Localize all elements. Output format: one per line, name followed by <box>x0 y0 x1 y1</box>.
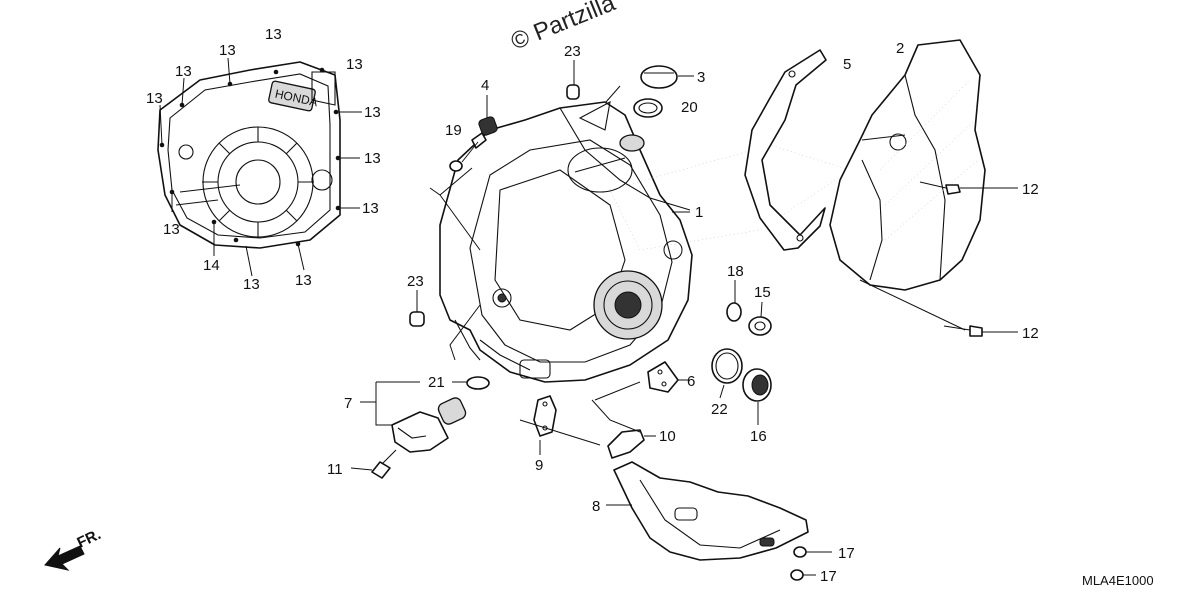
callout-21: 21 <box>428 374 445 391</box>
plate-part-6 <box>647 361 690 393</box>
generator-cover-part-1 <box>439 100 693 383</box>
o-ring-part-18 <box>726 280 742 322</box>
callout-11: 11 <box>327 461 343 478</box>
shading-pattern <box>609 144 851 251</box>
callout-7: 7 <box>344 395 352 412</box>
o-ring-part-22 <box>711 348 743 399</box>
callout-17-top: 17 <box>838 545 855 562</box>
callout-8: 8 <box>592 498 600 515</box>
callout-13-b: 13 <box>265 26 282 43</box>
cap-part-16 <box>742 368 772 425</box>
callout-5: 5 <box>843 56 851 73</box>
callout-labels: 13 13 13 13 13 13 13 13 13 13 13 14 23 3… <box>146 26 1039 585</box>
callout-3: 3 <box>697 69 705 86</box>
diagram-code: MLA4E1000 <box>1082 573 1154 588</box>
callout-13-h: 13 <box>163 221 180 238</box>
callout-9: 9 <box>535 457 543 474</box>
guard-plate-part-5 <box>744 49 827 251</box>
bolt-part-17-top <box>793 546 832 558</box>
callout-12-bottom: 12 <box>1022 325 1039 342</box>
callout-20: 20 <box>681 99 698 116</box>
callout-1: 1 <box>695 204 703 221</box>
o-ring-part-20 <box>633 98 663 118</box>
front-direction-indicator: FR. <box>44 526 104 571</box>
callout-17-bottom: 17 <box>820 568 837 585</box>
bolt-part-11 <box>350 449 397 479</box>
callout-13-d: 13 <box>346 56 363 73</box>
callout-13-i: 13 <box>362 200 379 217</box>
callout-4: 4 <box>481 77 489 94</box>
callout-22: 22 <box>711 401 728 418</box>
callout-12-top: 12 <box>1022 181 1039 198</box>
callout-2: 2 <box>896 40 904 57</box>
callout-10: 10 <box>659 428 676 445</box>
callout-19: 19 <box>445 122 462 139</box>
front-direction-label: FR. <box>75 526 104 552</box>
callout-18: 18 <box>727 263 744 280</box>
sprocket-cover-part-2 <box>829 39 986 291</box>
callout-13-f: 13 <box>364 104 381 121</box>
front-arrow-icon <box>44 545 85 571</box>
bracket-part-10 <box>607 429 656 459</box>
callout-13-c: 13 <box>175 63 192 80</box>
callout-16: 16 <box>750 428 767 445</box>
callout-14: 14 <box>203 257 220 274</box>
o-ring-part-21 <box>452 376 490 390</box>
callout-6: 6 <box>687 373 695 390</box>
bolt-part-17-bottom <box>790 569 816 581</box>
plug-part-4 <box>471 95 498 149</box>
callout-13-j: 13 <box>243 276 260 293</box>
dowel-pin-part-23-left <box>409 290 425 327</box>
callout-13-e: 13 <box>146 90 163 107</box>
washer-part-19 <box>449 141 479 172</box>
callout-15: 15 <box>754 284 771 301</box>
sensor-part-7 <box>360 381 467 453</box>
callout-23-top: 23 <box>564 43 581 60</box>
callout-13-a: 13 <box>219 42 236 59</box>
bolt-part-12-top <box>919 181 1018 195</box>
skid-plate-part-8 <box>606 461 809 561</box>
callout-13-g: 13 <box>364 150 381 167</box>
callout-23-left: 23 <box>407 273 424 290</box>
oil-cap-part-3 <box>640 65 694 89</box>
inner-cover-part-14: HONDA <box>157 57 362 277</box>
cap-part-15 <box>748 301 772 336</box>
callout-13-k: 13 <box>295 272 312 289</box>
dowel-pin-part-23-top <box>566 60 580 100</box>
bolt-part-12-bottom <box>943 325 1018 337</box>
